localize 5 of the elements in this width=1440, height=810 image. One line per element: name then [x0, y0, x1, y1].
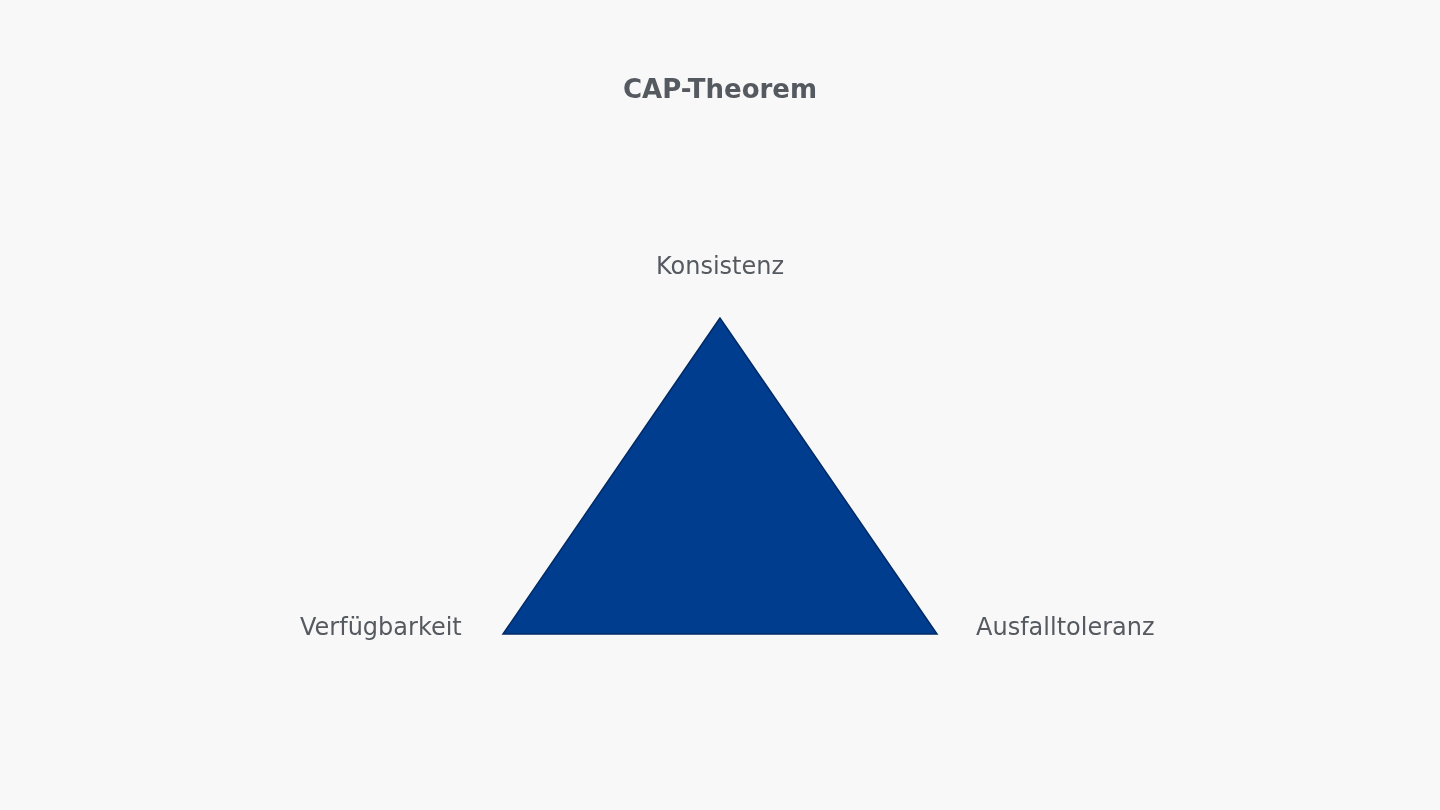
vertex-label: Verfügbarkeit [300, 613, 462, 641]
diagram-title: CAP-Theorem [623, 74, 818, 104]
vertex-label: Konsistenz [656, 252, 785, 280]
triangle-shape [501, 316, 939, 635]
vertex-label: Ausfalltoleranz [976, 613, 1155, 641]
